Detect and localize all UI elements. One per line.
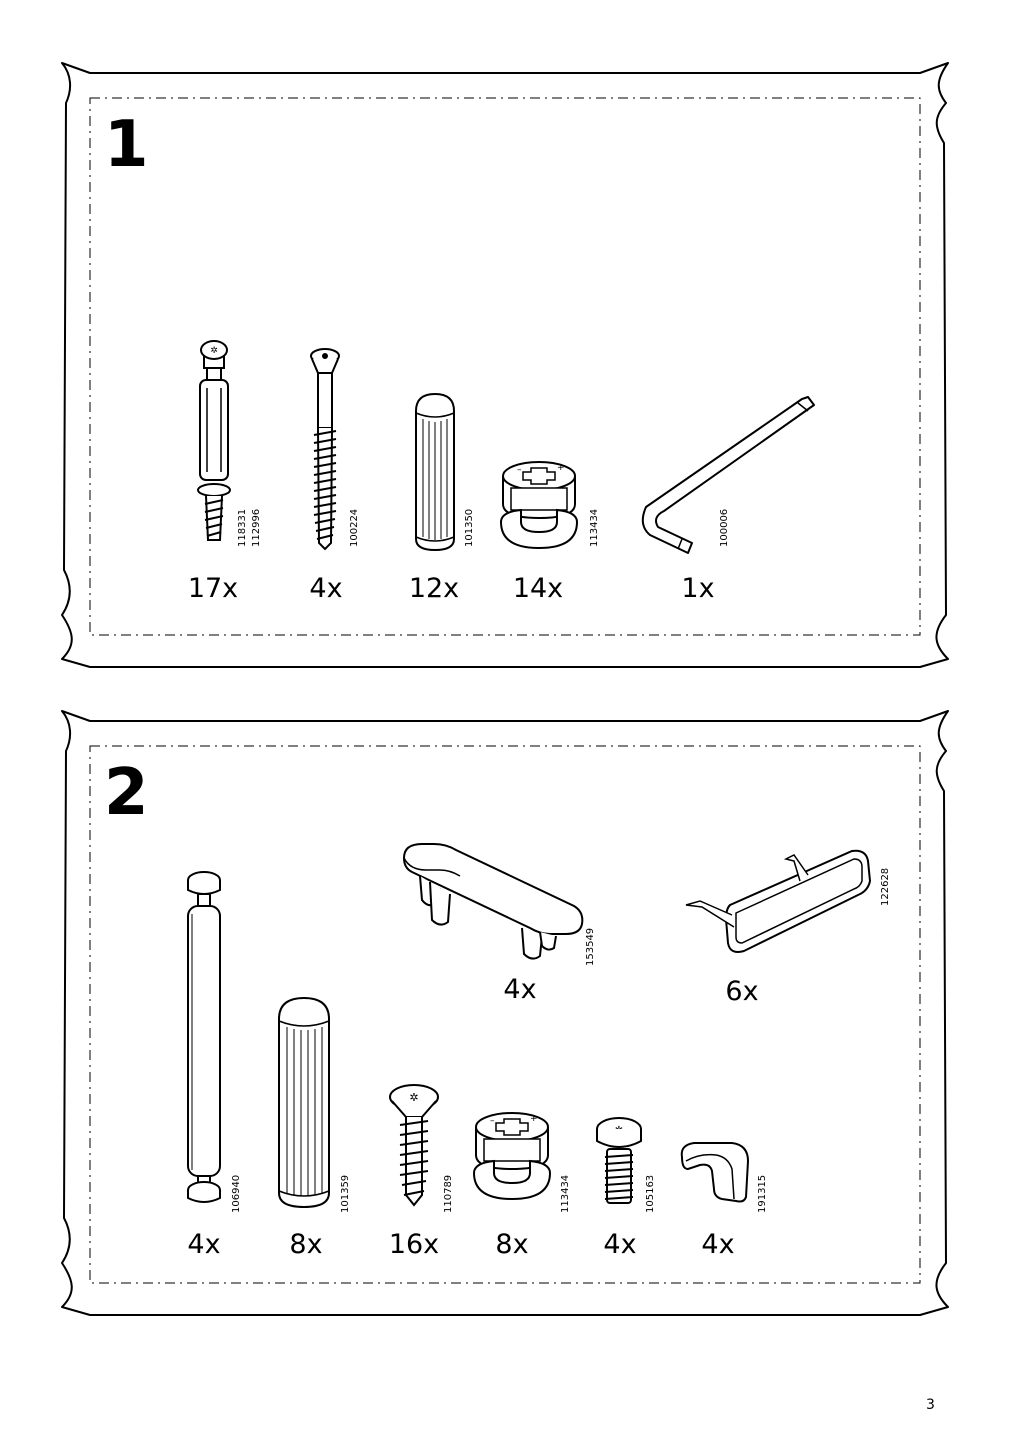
cam-lock-bolt-icon: ✲ (197, 340, 231, 541)
wooden-dowel-icon (415, 392, 455, 552)
step-number: 1 (104, 108, 149, 182)
cam-lock-nut-icon: + – (472, 1112, 552, 1201)
article-number: 113434 (589, 508, 600, 547)
part-quantity: 4x (603, 1229, 637, 1260)
step-number: 2 (104, 756, 149, 830)
part-quantity: 1x (681, 573, 715, 604)
article-number: 105163 (645, 1174, 656, 1213)
svg-text:+: + (530, 1114, 538, 1124)
allen-key-icon (641, 396, 815, 554)
machine-screw-icon: ✲ (596, 1117, 642, 1204)
part-quantity: 4x (187, 1229, 221, 1260)
part-quantity: 8x (495, 1229, 529, 1260)
part-quantity: 12x (408, 573, 460, 604)
cam-lock-nut-icon: + – (499, 461, 579, 550)
article-number: 101359 (340, 1174, 351, 1213)
article-number: 100006 (719, 508, 730, 547)
article-number: 110789 (443, 1174, 454, 1213)
part-quantity: 4x (503, 974, 537, 1005)
hardware-bag-1: 1 ✲ 118331 112996 17x 100224 4x 101350 (0, 55, 1012, 675)
wood-screw-icon (310, 348, 340, 551)
nail-bumper-icon (685, 849, 872, 953)
part-quantity: 4x (309, 573, 343, 604)
article-number: 101350 (464, 508, 475, 547)
article-number: 122628 (880, 867, 891, 906)
part-quantity: 8x (289, 1229, 323, 1260)
page-number: 3 (926, 1397, 935, 1413)
part-quantity: 17x (187, 573, 239, 604)
part-quantity: 14x (512, 573, 564, 604)
part-quantity: 16x (388, 1229, 440, 1260)
part-quantity: 4x (701, 1229, 735, 1260)
article-number: 100224 (349, 508, 360, 547)
drawer-stop-icon (402, 843, 584, 960)
bag-outline (61, 710, 949, 1316)
part-quantity: 6x (725, 976, 759, 1007)
article-number: 153549 (585, 927, 596, 966)
connector-pin-icon (187, 871, 221, 1203)
hardware-bag-2: 2 153549 4x 122628 6x 106940 4x (0, 703, 1012, 1323)
wood-screw-icon: ✲ (389, 1084, 439, 1207)
svg-text:✲: ✲ (409, 1091, 418, 1104)
svg-text:✲: ✲ (210, 346, 218, 356)
article-number: 191315 (757, 1174, 768, 1213)
svg-text:–: – (517, 465, 522, 475)
article-number: 118331 (237, 508, 248, 547)
article-number: 113434 (560, 1174, 571, 1213)
svg-text:–: – (490, 1116, 495, 1126)
bag-outline (61, 62, 949, 668)
article-number: 112996 (251, 508, 262, 547)
article-number: 106940 (231, 1174, 242, 1213)
wooden-dowel-icon (278, 996, 330, 1209)
svg-text:+: + (557, 463, 565, 473)
shelf-support-icon (680, 1142, 750, 1203)
